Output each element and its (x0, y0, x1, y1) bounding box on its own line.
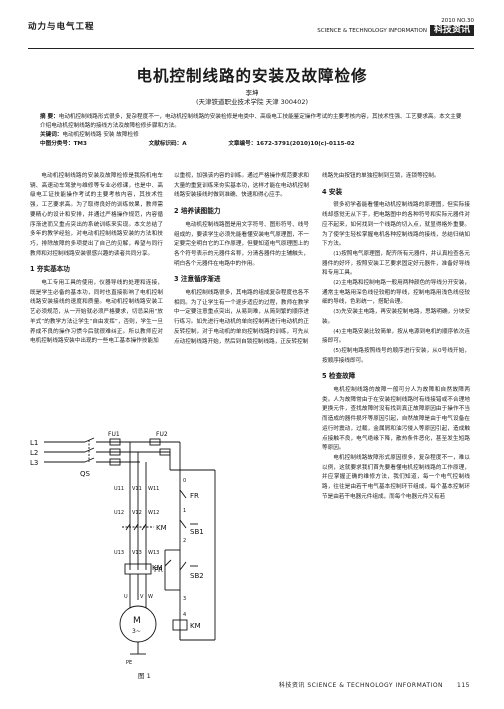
label-w13: W13 (148, 550, 159, 556)
circuit-diagram: L1 L2 L3 QS FU1 FU2 U11 V11 W11 U12 V12 … (30, 431, 216, 666)
journal-brand: 科技资讯 (429, 25, 474, 36)
label-v11: V11 (132, 486, 142, 492)
section-label: 动力与电气工程 (28, 22, 95, 32)
section-5-title: 5 检查故障 (322, 372, 356, 381)
label-w12: W12 (148, 510, 159, 516)
intro-paragraph: 电动机控制线路的安装及故障检修是我院机电车辆、高速动车驾驶与维修等专业必修课，也… (30, 173, 163, 257)
author-name: 李坤 (245, 89, 259, 97)
section-4-step-1: (1)按照电气原理图，配齐所有元器件，并认真检查各元器件的好坏，按照安装工艺要求… (322, 250, 470, 277)
section-4-step-2: (2)主电路和控制电路一般用两种颜色的导线分开安装，通常主电路用深色线径较粗的导… (322, 280, 470, 306)
article-title: 电机控制线路的安装及故障检修 (136, 66, 368, 85)
column-2: 以重视，加强该内容的训练。通过严格操作规范要求和大量的重复训练来夯实基本功，这样… (174, 172, 309, 347)
label-l3: L3 (30, 459, 38, 467)
section-4-step-3: (3)先安装主电路，再安装控制电路，思路明确，分块安装。 (322, 309, 470, 325)
abstract-block: 摘 要：电动机控制线路形式很多，复杂程度不一，电动机控制线路的安装检修是电类中、… (40, 113, 465, 149)
journal-header: 2010 NO.30 SCIENCE & TECHNOLOGY INFORMAT… (317, 18, 474, 36)
journal-name-en: SCIENCE & TECHNOLOGY INFORMATION (317, 28, 427, 34)
label-qs: QS (80, 470, 91, 478)
label-km-aux: KM (152, 564, 163, 572)
figure-caption: 图 1 (138, 672, 151, 680)
header-rule (28, 48, 474, 49)
label-motor: M (133, 616, 141, 626)
issue-number: 2010 NO.30 (441, 18, 474, 24)
column-3-continuation: 线路先由按钮的单独控制到互锁，连锁等控制。 (322, 173, 440, 179)
section-4-step-5: (5)控制电路按照线号的顺序进行安装，从0号线开始，按顺序接线即可。 (322, 347, 470, 364)
section-3-title: 3 注意循序渐进 (174, 275, 221, 284)
clc-code: 中图分类号：TM3 (40, 141, 87, 147)
label-v13: V13 (132, 550, 142, 556)
page-number: 115 (457, 682, 470, 689)
abstract-text: 电动机控制线路形式很多，复杂程度不一，电动机控制线路的安装检修是电类中、高级电工… (40, 114, 462, 129)
doc-code: 文献标识码：A (148, 141, 187, 147)
keywords-label: 关键词： (40, 132, 63, 138)
column-1: 电动机控制线路的安装及故障检修是我院机电车辆、高速动车驾驶与维修等专业必修课，也… (30, 172, 163, 347)
label-node-3: 3 (183, 596, 186, 602)
label-fr-ctrl: FR (190, 492, 199, 500)
label-u: U (124, 594, 128, 600)
author-affiliation: (天津铁道职业技术学院 天津 300402) (195, 98, 309, 106)
section-4-step-4: (4)主电路安装比较简单，按从电源到电机的顺序依次连接即可。 (322, 328, 470, 345)
label-u11: U11 (114, 486, 124, 492)
section-5-text: 电机控制线路的故障一般可分人为故障和自然故障两类。人为故障常由于在安装控制线路时… (322, 387, 470, 452)
label-v: V (140, 594, 144, 600)
label-node-2: 2 (183, 538, 186, 544)
label-sb1: SB1 (190, 528, 204, 536)
label-l1: L1 (30, 439, 38, 447)
classification-line: 中图分类号：TM3 文献标识码：A 文章编号：1672-3791(2010)10… (40, 140, 465, 149)
label-node-4: 4 (183, 612, 186, 618)
section-2-text: 电动机控制线路图是用文字符号、图形符号、线号组成的，要读学生必须先能看懂安装电气… (174, 221, 309, 267)
label-node-1: 1 (183, 508, 186, 514)
label-km-main: KM (156, 524, 167, 532)
column-3: 线路先由按钮的单独控制到互锁，连锁等控制。 4 安装 很多初学者能看懂电动机控制… (322, 172, 470, 503)
article-number: 文章编号：1672-3791(2010)10(c)-0115-02 (228, 141, 355, 147)
label-pe: PE (126, 660, 132, 666)
section-5-text-2: 电机控制线路故障形式原因很多，复杂程度不一，难以以例，这就要求我们首先要看懂电机… (322, 454, 470, 500)
label-v12: V12 (132, 510, 142, 516)
section-4-title: 4 安装 (322, 187, 343, 196)
section-2-title: 2 培养读图能力 (174, 207, 221, 216)
section-1-text: 电工专用工具的使用，仪器导线的处理和连接，既是学生必备的基本功，同时也直接影响了… (30, 280, 163, 345)
section-3-text: 电机控制线路很多，其电路的组成复杂程度也各不相同。为了让学生有一个逐步适应的过程… (174, 290, 309, 345)
abstract-label: 摘 要： (40, 114, 59, 120)
label-u13: U13 (114, 550, 124, 556)
label-fu2: FU2 (156, 431, 168, 438)
footer-journal: 科技资讯 SCIENCE & TECHNOLOGY INFORMATION (278, 682, 444, 689)
label-u12: U12 (114, 510, 124, 516)
keywords-text: 电动机控制线路 安装 故障检修 (62, 132, 139, 138)
label-km-coil: KM (190, 622, 201, 630)
column-2-continuation: 以重视，加强该内容的训练。通过严格操作规范要求和大量的重复训练来夯实基本功，这样… (174, 173, 309, 199)
label-w11: W11 (148, 486, 159, 492)
label-fr-main: FR (154, 566, 163, 574)
page-footer: 科技资讯 SCIENCE & TECHNOLOGY INFORMATION 115 (0, 680, 470, 689)
label-sb2: SB2 (190, 572, 204, 580)
label-w: W (148, 594, 153, 600)
label-fu1: FU1 (108, 431, 120, 438)
label-node-0: 0 (183, 478, 186, 484)
label-motor-sub: 3~ (132, 628, 141, 635)
label-l2: L2 (30, 449, 38, 457)
section-1-title: 1 夯实基本功 (30, 265, 70, 274)
author-block: 李坤 (天津铁道职业技术学院 天津 300402) (0, 89, 504, 107)
section-4-text: 很多初学者能看懂电动机控制线路的原理图，但实际接线却感觉无从下手，把电路图中的各… (322, 202, 470, 248)
